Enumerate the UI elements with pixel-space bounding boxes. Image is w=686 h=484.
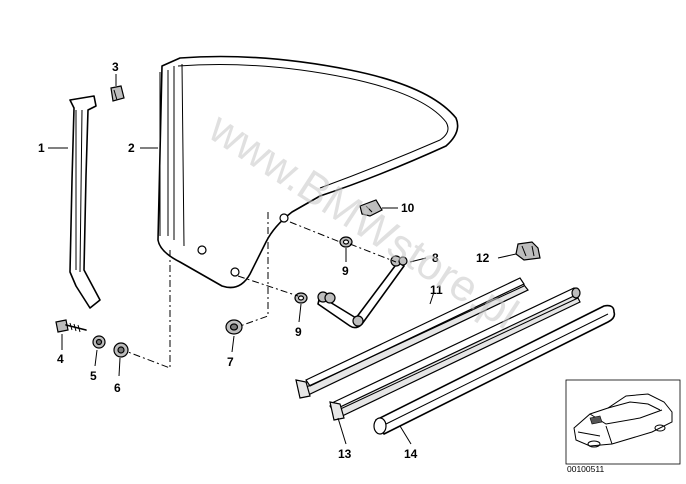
callouts: 1 2 3 4 5 6 7 8 9 9 10 11 12 13 14 (38, 60, 490, 461)
callout-6: 6 (114, 381, 121, 395)
callout-2: 2 (128, 141, 135, 155)
thumbnail-code: 00100511 (567, 464, 604, 474)
callout-1: 1 (38, 141, 45, 155)
callout-4: 4 (57, 352, 64, 366)
clip-part-12 (515, 241, 541, 261)
clip-part-3 (110, 85, 125, 102)
callout-9-lower: 9 (295, 325, 302, 339)
hinge-bracket-part (317, 255, 408, 329)
washer-part-9-upper (339, 236, 353, 248)
callout-10: 10 (401, 201, 415, 215)
seal-strip-part (69, 95, 101, 309)
callout-9-upper: 9 (342, 264, 349, 278)
window-glass-part (157, 55, 459, 289)
callout-7: 7 (227, 355, 234, 369)
leader-lines (48, 74, 517, 445)
clip-part-10 (359, 199, 383, 217)
callout-14: 14 (404, 447, 418, 461)
washer-part-9-lower (294, 292, 308, 304)
channel-seal-part-11 (295, 277, 529, 399)
watermark: www.BMWstore.pl (200, 103, 527, 339)
nut-part-5 (92, 335, 106, 349)
grommet-part-6 (113, 342, 129, 358)
bolt-part-4 (55, 319, 87, 333)
callout-11: 11 (430, 283, 443, 297)
callout-5: 5 (90, 369, 97, 383)
car-icon (573, 393, 673, 448)
callout-13: 13 (338, 447, 352, 461)
callout-12: 12 (476, 251, 490, 265)
vehicle-thumbnail: 00100511 (565, 379, 681, 474)
callout-3: 3 (112, 60, 119, 74)
assembly-lines (127, 212, 397, 369)
tube-seal-part-14 (373, 304, 616, 435)
callout-8: 8 (432, 251, 439, 265)
grommet-part-7 (225, 319, 243, 335)
channel-seal-part-13 (329, 287, 581, 421)
